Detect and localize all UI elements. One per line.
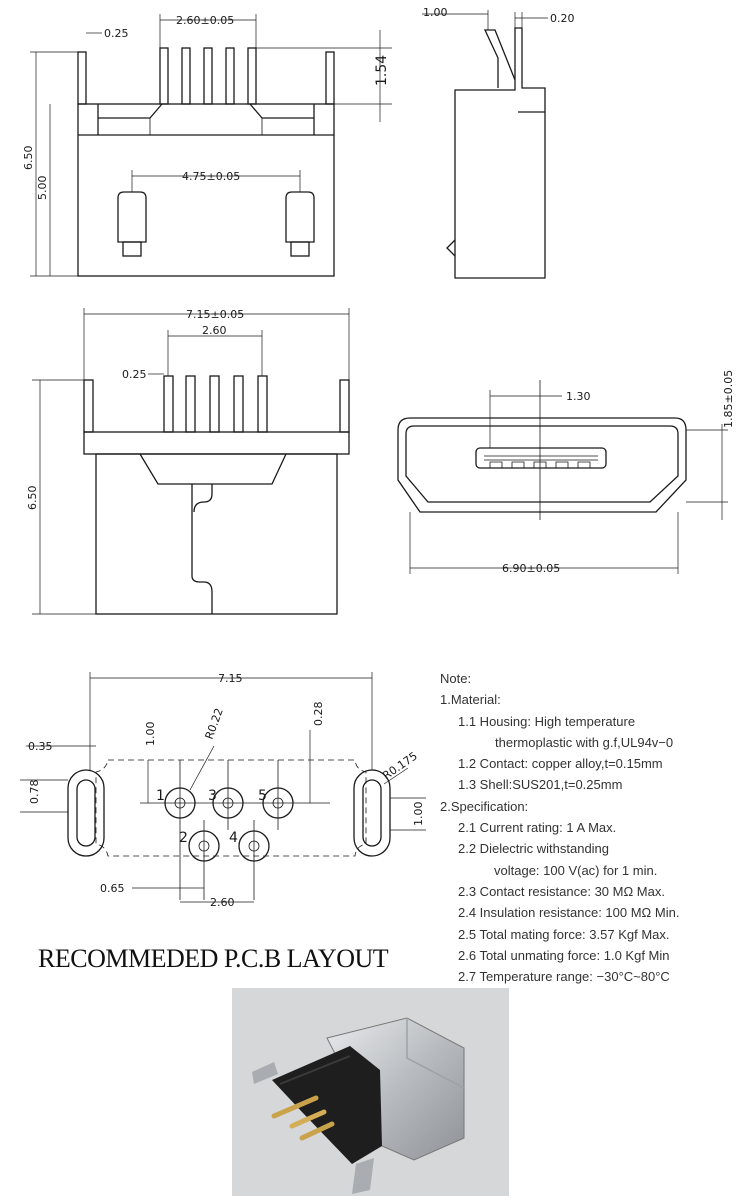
dim-pitch: 2.60±0.05 [176, 14, 234, 27]
pin-number-1: 1 [156, 788, 165, 804]
note-material-title: 1.Material: [440, 692, 501, 708]
dim-pin-width: 0.25 [104, 27, 129, 40]
pin-number-3: 3 [208, 788, 217, 804]
port-end-view: 1.30 6.90±0.05 1.85±0.05 [397, 370, 735, 575]
connector-photo [232, 988, 509, 1196]
note-current: 2.1 Current rating: 1 A Max. [458, 820, 617, 836]
note-spec-title: 2.Specification: [440, 798, 529, 814]
pin-number-2: 2 [179, 830, 188, 846]
dim-height: 6.50 [22, 146, 35, 171]
note-unmating: 2.6 Total unmating force: 1.0 Kgf Min [458, 947, 670, 963]
dim-side-offset: 1.00 [423, 6, 448, 19]
dim-pcb-radius-a: R0.22 [203, 706, 226, 741]
dim-mid-width: 7.15±0.05 [186, 308, 244, 321]
note-insulation: 2.4 Insulation resistance: 100 MΩ Min. [458, 905, 680, 921]
pin-number-4: 4 [229, 830, 238, 846]
dim-pcb-row-offset: 0.28 [312, 702, 325, 727]
dim-pcb-slot-width: 0.78 [28, 780, 41, 805]
dim-pcb-width: 7.15 [218, 672, 243, 685]
dim-pcb-pitch: 2.60 [210, 896, 235, 909]
dim-pcb-radius-b: R0.175 [380, 749, 420, 782]
dim-tongue: 1.30 [566, 390, 591, 403]
dim-body-height: 5.00 [36, 176, 49, 201]
dim-pcb-y-offset: 1.00 [144, 722, 157, 747]
pin-number-5: 5 [258, 788, 267, 804]
dim-port-width: 6.90±0.05 [502, 562, 560, 575]
dim-peg-spacing: 4.75±0.05 [182, 170, 240, 183]
dim-pcb-pin-offset: 0.65 [100, 882, 125, 895]
note-housing-cont: thermoplastic with g.f,UL94v−0 [495, 734, 674, 750]
note-housing: 1.1 Housing: High temperature [458, 713, 636, 729]
side-view-top: 1.00 0.20 [422, 6, 575, 279]
dim-mid-pin-width: 0.25 [122, 368, 147, 381]
note-contact: 1.2 Contact: copper alloy,t=0.15mm [458, 756, 663, 772]
note-temperature: 2.7 Temperature range: −30°C~80°C [458, 969, 670, 985]
dim-mid-height: 6.50 [26, 486, 39, 511]
note-dielectric: 2.2 Dielectric withstanding [458, 841, 610, 857]
pcb-layout: 1 2 3 4 5 7.15 0.35 0.78 1.00 R0.22 0.28… [20, 672, 426, 909]
pcb-layout-title: RECOMMEDED P.C.B LAYOUT [38, 944, 389, 973]
dim-pcb-slot-height: 1.00 [412, 802, 425, 827]
dim-port-height: 1.85±0.05 [722, 370, 735, 428]
dim-pcb-pad-offset: 0.35 [28, 740, 53, 753]
front-view-top: 2.60±0.05 0.25 1.54 6.50 5.00 4.75±0.05 [22, 14, 392, 277]
front-view-mid: 7.15±0.05 2.60 0.25 6.50 [26, 308, 350, 615]
dim-mid-pitch: 2.60 [202, 324, 227, 337]
note-heading: Note: [440, 671, 472, 686]
dim-side-thickness: 0.20 [550, 12, 575, 25]
note-shell: 1.3 Shell:SUS201,t=0.25mm [458, 777, 623, 793]
dim-pin-height: 1.54 [374, 55, 390, 86]
note-contact-resistance: 2.3 Contact resistance: 30 MΩ Max. [458, 883, 665, 899]
note-dielectric-cont: voltage: 100 V(ac) for 1 min. [494, 862, 658, 878]
notes-block: Note: 1.Material: 1.1 Housing: High temp… [440, 668, 740, 987]
note-mating: 2.5 Total mating force: 3.57 Kgf Max. [458, 926, 670, 942]
